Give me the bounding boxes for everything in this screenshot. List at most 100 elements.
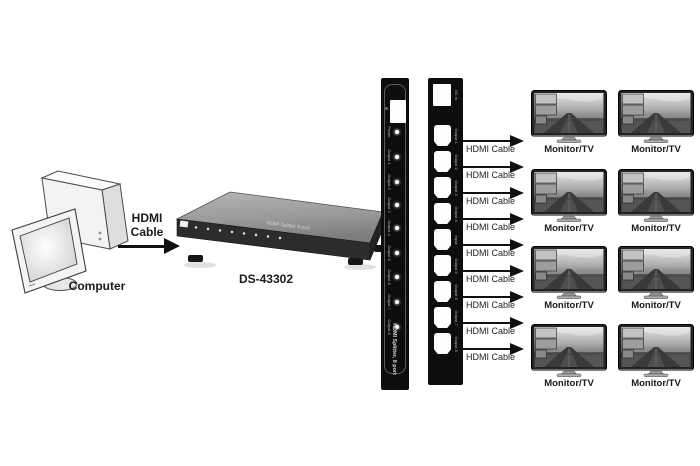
- port-label: Output 1: [453, 127, 459, 144]
- hdmi-cable-label: HDMI Cable: [466, 300, 516, 310]
- hdmi-cable-label: HDMI Cable: [466, 248, 516, 258]
- front-panel-caption: HDMI Splitter, 8 port: [392, 323, 398, 375]
- hdmi-cable-arrow: [463, 186, 525, 200]
- hdmi-port-output-3: [434, 177, 451, 198]
- hdmi-cable-label: HDMI Cable: [466, 222, 516, 232]
- monitor-cell: Monitor/TV: [531, 246, 607, 324]
- tv-icon: [618, 169, 694, 223]
- monitor-cell: Monitor/TV: [618, 246, 694, 324]
- output-8-led: [395, 325, 399, 329]
- hdmi-port-output-6: [434, 281, 451, 302]
- power-led: [395, 130, 399, 134]
- hdmi-port-output-7: [434, 307, 451, 328]
- output-led-label: Output 8: [386, 319, 392, 335]
- power-switch-icon: [179, 220, 189, 228]
- tv-icon: [531, 169, 607, 223]
- hdmi-cable-arrow: [463, 134, 525, 148]
- tv-icon: [618, 90, 694, 144]
- arrowhead-icon: [510, 317, 524, 329]
- arrowhead-icon: [510, 343, 524, 355]
- output-led-label: Output 1: [386, 149, 392, 165]
- power-switch: [390, 100, 406, 123]
- hdmi-cable-label: HDMI Cable: [466, 352, 516, 362]
- monitor-grid: Monitor/TV Monitor/TV Monitor/TV Monitor…: [531, 90, 697, 389]
- main-cable-line2: Cable: [130, 225, 164, 239]
- tv-icon: [531, 324, 607, 378]
- monitor-cell: Monitor/TV: [531, 90, 607, 169]
- port-label: Output 3: [453, 179, 459, 196]
- main-hdmi-cable-label: HDMI Cable: [118, 211, 176, 239]
- output-5-led: [395, 251, 399, 255]
- arrowhead-icon: [510, 187, 524, 199]
- monitor-label: Monitor/TV: [631, 378, 681, 389]
- monitor-cell: Monitor/TV: [618, 324, 694, 389]
- output-2-led: [395, 180, 399, 184]
- tv-icon: [531, 90, 607, 144]
- power-led-label: Power: [386, 126, 392, 138]
- splitter-device-illustration: HDMI Splitter 8 port: [175, 191, 385, 270]
- crt-monitor-icon: [11, 208, 87, 294]
- arrowhead-icon: [164, 238, 180, 254]
- hdmi-cable-label: HDMI Cable: [466, 326, 516, 336]
- output-led-label: Output 5: [386, 245, 392, 261]
- arrowhead-icon: [510, 213, 524, 225]
- monitor-label: Monitor/TV: [631, 144, 681, 155]
- computer-illustration: [11, 170, 129, 294]
- monitor-cell: Monitor/TV: [618, 90, 694, 169]
- output-6-led: [395, 275, 399, 279]
- hdmi-port-output-4: [434, 203, 451, 224]
- indicator-dot: [385, 107, 388, 110]
- device-printed-text: HDMI Splitter 8 port: [266, 220, 311, 231]
- main-hdmi-arrow: [118, 238, 180, 254]
- tv-icon: [618, 324, 694, 378]
- main-cable-line1: HDMI: [131, 211, 163, 225]
- port-label: Input: [453, 235, 459, 244]
- hdmi-cable-label: HDMI Cable: [466, 196, 516, 206]
- hdmi-port-output-1: [434, 125, 451, 146]
- hdmi-cable-label: HDMI Cable: [466, 144, 516, 154]
- output-3-led: [395, 203, 399, 207]
- hdmi-cable-arrow: [463, 316, 525, 330]
- output-led-label: Output 2: [386, 174, 392, 190]
- output-led-label: Output 3: [386, 197, 392, 213]
- hdmi-port-output-5: [434, 255, 451, 276]
- hdmi-port-input: [434, 229, 451, 250]
- monitor-label: Monitor/TV: [544, 144, 594, 155]
- hdmi-port-output-2: [434, 151, 451, 172]
- tv-icon: [618, 246, 694, 300]
- monitor-label: Monitor/TV: [631, 300, 681, 311]
- output-1-led: [395, 155, 399, 159]
- front-panel-outline: [384, 84, 406, 374]
- port-label: Output 6: [453, 283, 459, 300]
- hdmi-cable-arrow: [463, 290, 525, 304]
- output-led-label: Output 6: [386, 269, 392, 285]
- splitter-back-panel: DC in Output 1 Output 2 Output 3 Output …: [428, 78, 463, 385]
- hdmi-cable-label: HDMI Cable: [466, 274, 516, 284]
- hdmi-cable-arrow: [463, 238, 525, 252]
- arrowhead-icon: [510, 161, 524, 173]
- dc-power-port: [433, 84, 451, 106]
- monitor-label: Monitor/TV: [631, 223, 681, 234]
- monitor-cell: Monitor/TV: [531, 324, 607, 389]
- monitor-cell: Monitor/TV: [531, 169, 607, 246]
- output-7-led: [395, 300, 399, 304]
- splitter-front-panel: Power Output 1 Output 2 Output 3 Output …: [381, 78, 409, 390]
- arrowhead-icon: [510, 135, 524, 147]
- monitor-label: Monitor/TV: [544, 378, 594, 389]
- monitor-label: Monitor/TV: [544, 300, 594, 311]
- arrowhead-icon: [510, 265, 524, 277]
- dc-port-label: DC in: [453, 89, 459, 101]
- hdmi-cable-arrow: [463, 264, 525, 278]
- front-led-row: [194, 226, 282, 240]
- port-label: Output 4: [453, 205, 459, 222]
- hdmi-cable-label: HDMI Cable: [466, 170, 516, 180]
- hdmi-port-output-8: [434, 333, 451, 354]
- splitter-model-label: DS-43302: [238, 272, 294, 286]
- arrowhead-icon: [510, 239, 524, 251]
- output-led-label: Output 4: [386, 220, 392, 236]
- monitor-label: Monitor/TV: [544, 223, 594, 234]
- tv-icon: [531, 246, 607, 300]
- port-label: Output 5: [453, 257, 459, 274]
- output-led-label: Output 7: [386, 294, 392, 310]
